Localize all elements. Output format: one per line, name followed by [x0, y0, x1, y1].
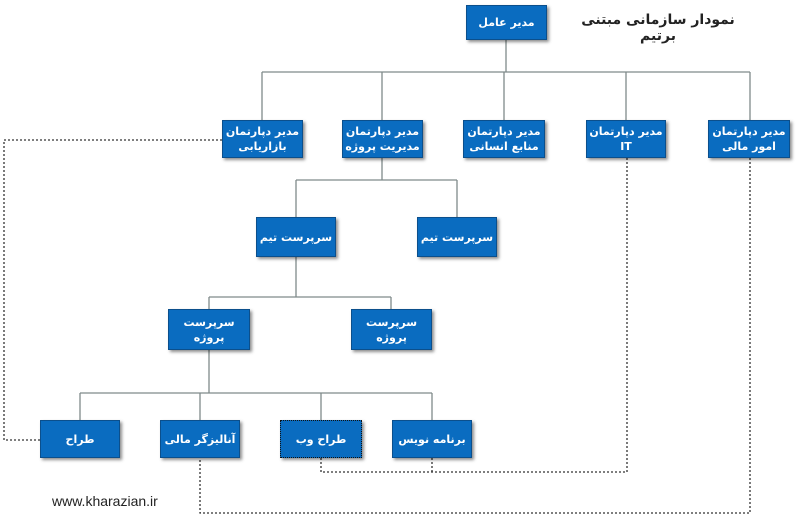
connector-team-lead-project-leads — [208, 257, 392, 309]
node-label: سرپرست — [365, 315, 418, 329]
node-it-manager: مدیر دپارتمان IT — [586, 120, 666, 158]
dashed-finance-analyst — [199, 158, 751, 514]
node-label: آنالیزگر مالی — [164, 432, 236, 446]
connector-ceo-departments — [261, 40, 751, 120]
node-label: امور مالی — [722, 140, 776, 153]
node-label: مدیر عامل — [478, 16, 535, 29]
node-team-lead-left: سرپرست تیم — [256, 217, 336, 257]
node-label: طراح — [65, 432, 95, 446]
node-label: مدیر دپارتمان — [345, 125, 420, 138]
node-label: طراح وب — [295, 432, 347, 446]
node-label: مدیریت پروژه — [345, 140, 420, 153]
node-project-management-manager: مدیر دپارتمان مدیریت پروژه — [342, 120, 423, 158]
node-label: سرپرست تیم — [259, 230, 333, 244]
node-label: مدیر دپارتمان — [225, 125, 300, 138]
node-label: مدیر دپارتمان — [712, 125, 786, 138]
node-financial-analyst: آنالیزگر مالی — [160, 420, 240, 458]
node-finance-manager: مدیر دپارتمان امور مالی — [708, 120, 790, 158]
node-label: بازاریابی — [238, 140, 287, 153]
chart-title: نمودار سازمانی مبتنی برتیم — [581, 12, 735, 44]
connector-pm-team-leads — [295, 158, 458, 217]
node-label: سرپرست تیم — [420, 230, 494, 244]
connector-project-lead-staff — [79, 350, 433, 420]
node-hr-manager: مدیر دپارتمان منابع انسانی — [463, 120, 545, 158]
node-ceo: مدیر عامل — [466, 5, 547, 40]
node-programmer: برنامه نویس — [392, 420, 472, 458]
website-url: www.kharazian.ir — [52, 493, 158, 509]
node-label: پروژه — [376, 330, 407, 344]
dashed-marketing-designer — [3, 139, 222, 441]
node-label: مدیر دپارتمان — [589, 125, 663, 138]
node-label: سرپرست — [183, 315, 235, 329]
dashed-it-web-programmer — [320, 158, 628, 473]
node-web-designer: طراح وب — [280, 420, 362, 458]
node-label: برنامه نویس — [398, 432, 466, 446]
node-label: IT — [620, 140, 632, 153]
node-label: مدیر دپارتمان — [467, 125, 541, 138]
node-label: پروژه — [193, 330, 225, 344]
node-label: منابع انسانی — [469, 140, 539, 153]
node-marketing-manager: مدیر دپارتمان بازاریابی — [222, 120, 303, 158]
node-designer: طراح — [40, 420, 120, 458]
node-team-lead-right: سرپرست تیم — [417, 217, 497, 257]
